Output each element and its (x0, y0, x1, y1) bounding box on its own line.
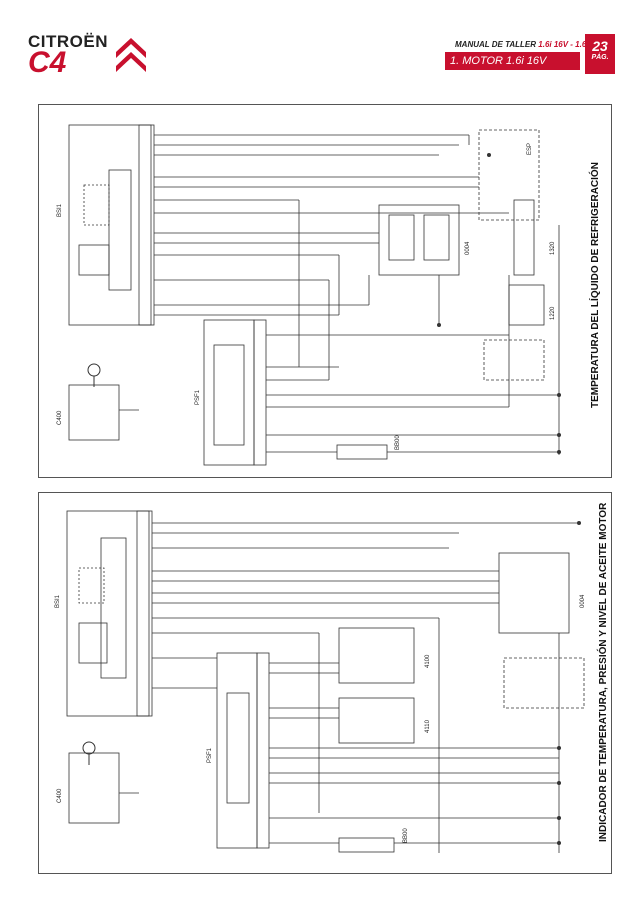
svg-text:BB00: BB00 (403, 828, 409, 843)
wiring-diagram-oil-indicator: BSI1 C400 PSF1 BB00 4100 4110 0004 (38, 492, 612, 874)
page-label: PÁG. (591, 54, 609, 61)
svg-text:1320: 1320 (550, 241, 556, 255)
svg-text:0004: 0004 (580, 594, 586, 608)
svg-text:BSI1: BSI1 (57, 203, 63, 217)
brand-name: CITROËN (28, 32, 108, 51)
svg-text:PSF1: PSF1 (195, 389, 201, 405)
svg-text:BB00: BB00 (395, 435, 401, 450)
svg-text:0004: 0004 (465, 241, 471, 255)
manual-accent: 1.6i 16V - 1.6 HDI (538, 40, 603, 49)
wiring-diagram-2-svg: BSI1 C400 PSF1 BB00 4100 4110 0004 (55, 510, 586, 853)
manual-prefix: MANUAL DE TALLER (455, 40, 537, 49)
diagram-1-title: TEMPERATURA DEL LÍQUIDO DE REFRIGERACIÓN (590, 162, 601, 408)
page-header: CITROËN C4 MANUAL DE TALLER 1.6i 16V - 1… (0, 0, 638, 95)
page-number-box: 23 PÁG. (585, 34, 615, 74)
manual-title: MANUAL DE TALLER 1.6i 16V - 1.6 HDI (455, 40, 602, 49)
section-title: 1. MOTOR 1.6i 16V (445, 52, 580, 70)
svg-text:C400: C400 (57, 788, 63, 803)
svg-text:1220: 1220 (550, 306, 556, 320)
svg-text:C400: C400 (57, 410, 63, 425)
citroen-logo: CITROËN C4 (28, 32, 143, 82)
svg-text:PSF1: PSF1 (207, 747, 213, 763)
brand-model: C4 (28, 46, 67, 79)
citroen-chevrons-icon (116, 38, 146, 72)
svg-text:4100: 4100 (425, 654, 431, 668)
wiring-diagram-coolant-temperature: BSI1 C400 PSF1 BB00 0004 1320 1220 ESP (38, 104, 612, 478)
svg-text:ESP: ESP (527, 143, 533, 155)
svg-text:BSI1: BSI1 (55, 594, 61, 608)
page-number: 23 (592, 38, 608, 54)
svg-text:4110: 4110 (425, 719, 431, 733)
diagram-2-title: INDICADOR DE TEMPERATURA, PRESIÓN Y NIVE… (598, 502, 609, 842)
wiring-diagram-1-svg: BSI1 C400 PSF1 BB00 0004 1320 1220 ESP (57, 124, 561, 466)
